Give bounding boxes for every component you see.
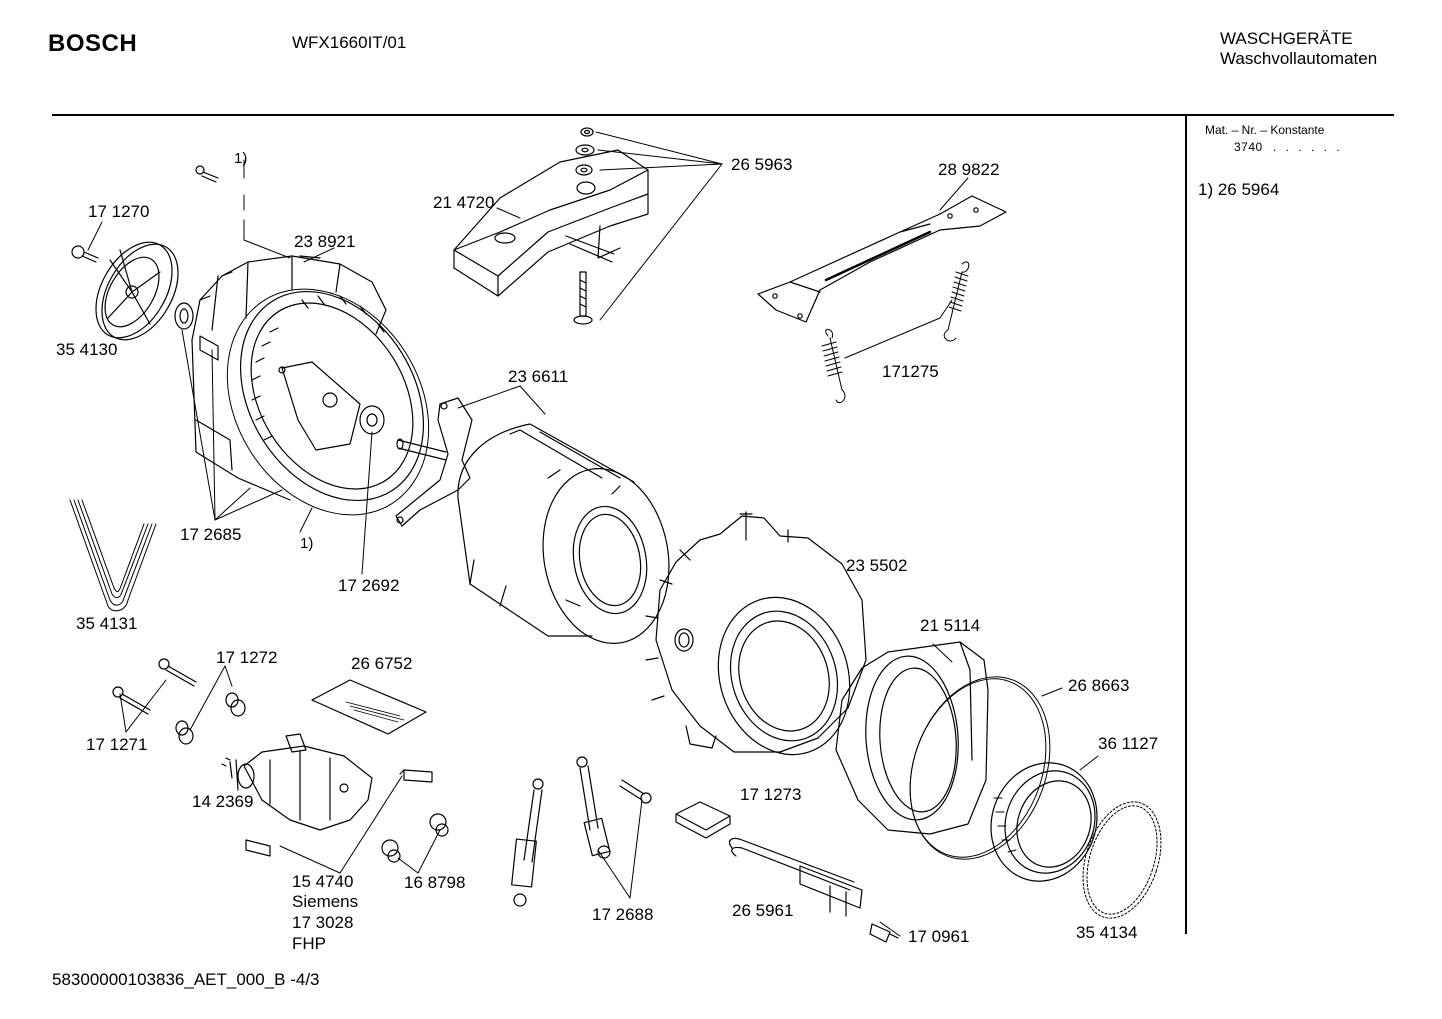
part-label: 21 5114 bbox=[920, 616, 981, 635]
part-label: 17 2688 bbox=[592, 905, 654, 924]
bush-b bbox=[176, 721, 193, 744]
part-label: 26 6752 bbox=[351, 654, 413, 673]
fastener-stack-265963 bbox=[574, 128, 594, 324]
mat-nr-value: 3740 bbox=[1234, 140, 1263, 154]
cross-brace-289822 bbox=[758, 196, 1006, 322]
part-label: 17 1271 bbox=[86, 735, 148, 754]
part-label: 35 4134 bbox=[1076, 923, 1138, 942]
part-label: 17 2685 bbox=[180, 525, 242, 544]
part-label: 171275 bbox=[882, 362, 939, 381]
part-label: 23 6611 bbox=[508, 367, 569, 386]
belt-354131 bbox=[70, 500, 156, 611]
category-title: WASCHGERÄTE bbox=[1220, 29, 1353, 48]
mat-nr-label: Mat. – Nr. – Konstante bbox=[1205, 123, 1325, 137]
door-seal-361127 bbox=[975, 748, 1114, 896]
front-frame-215114 bbox=[836, 642, 988, 834]
clip-171273 bbox=[676, 802, 730, 838]
spring-171275-b bbox=[822, 329, 845, 402]
part-label: 17 1272 bbox=[216, 648, 278, 667]
part-label: 26 5963 bbox=[731, 155, 793, 174]
clamp-ring-354134 bbox=[1069, 792, 1175, 928]
footnote-marker: 1) bbox=[300, 535, 314, 552]
category-subtitle: Waschvollautomaten bbox=[1220, 49, 1378, 68]
part-label: 17 3028 bbox=[292, 913, 354, 932]
rear-tub-238921 bbox=[192, 256, 461, 534]
part-label: 23 8921 bbox=[294, 232, 356, 251]
mat-nr-dots: . . . . . . bbox=[1273, 140, 1343, 154]
document-266752 bbox=[312, 680, 426, 734]
spider-shaft-236611 bbox=[396, 398, 472, 526]
shock-absorber-b bbox=[577, 757, 610, 858]
part-label: 35 4130 bbox=[56, 340, 118, 359]
hub-172692 bbox=[360, 406, 384, 434]
leader-lines bbox=[88, 132, 1098, 936]
part-label: 26 8663 bbox=[1068, 676, 1130, 695]
footnote-part: 1) 26 5964 bbox=[1198, 180, 1280, 199]
side-panel-divider bbox=[1185, 116, 1187, 934]
part-label: 23 5502 bbox=[846, 556, 908, 575]
spring-171275-a bbox=[944, 262, 969, 341]
screw-171270 bbox=[72, 246, 98, 262]
part-label: 17 0961 bbox=[908, 927, 970, 946]
part-label: 17 2692 bbox=[338, 576, 400, 595]
bush-168798-a bbox=[430, 814, 448, 836]
part-label: Siemens bbox=[292, 892, 359, 911]
sensor-170961 bbox=[870, 924, 898, 942]
bracket-214720 bbox=[454, 150, 648, 296]
shock-absorber-a bbox=[512, 779, 543, 906]
part-label: 14 2369 bbox=[192, 792, 254, 811]
drum bbox=[458, 424, 682, 653]
carbon-brush-a bbox=[400, 770, 432, 782]
part-label: 17 1273 bbox=[740, 785, 802, 804]
header-divider bbox=[52, 114, 1394, 116]
part-label: 28 9822 bbox=[938, 160, 1000, 179]
footnote-marker: 1) bbox=[234, 150, 248, 167]
part-label: 15 4740 bbox=[292, 872, 354, 891]
screw-footnote-top bbox=[196, 166, 218, 182]
bush-168798-b bbox=[382, 840, 400, 862]
front-tub-235502 bbox=[646, 512, 870, 772]
screw-172688 bbox=[620, 780, 651, 803]
model-number: WFX1660IT/01 bbox=[292, 33, 407, 52]
screw-171272 bbox=[159, 659, 196, 686]
part-label: FHP bbox=[292, 934, 326, 953]
screw-171271 bbox=[113, 687, 150, 714]
gasket-footnote-bottom bbox=[186, 251, 469, 552]
part-label: 35 4131 bbox=[76, 614, 138, 633]
motor-142369 bbox=[222, 734, 372, 830]
document-id: 58300000103836_AET_000_B -4/3 bbox=[52, 970, 320, 989]
part-label: 21 4720 bbox=[433, 193, 495, 212]
wire-ring-268663 bbox=[886, 657, 1074, 879]
heater-265961 bbox=[730, 838, 862, 916]
part-label: 16 8798 bbox=[404, 873, 466, 892]
part-label: 36 1127 bbox=[1098, 734, 1159, 753]
part-label: 26 5961 bbox=[732, 901, 794, 920]
bush-a bbox=[226, 693, 245, 716]
pulley-354130 bbox=[80, 229, 193, 353]
bearing-ring bbox=[175, 303, 193, 329]
brand-logo: BOSCH bbox=[48, 30, 138, 57]
carbon-brush-b bbox=[246, 840, 270, 856]
part-label: 17 1270 bbox=[88, 202, 150, 221]
